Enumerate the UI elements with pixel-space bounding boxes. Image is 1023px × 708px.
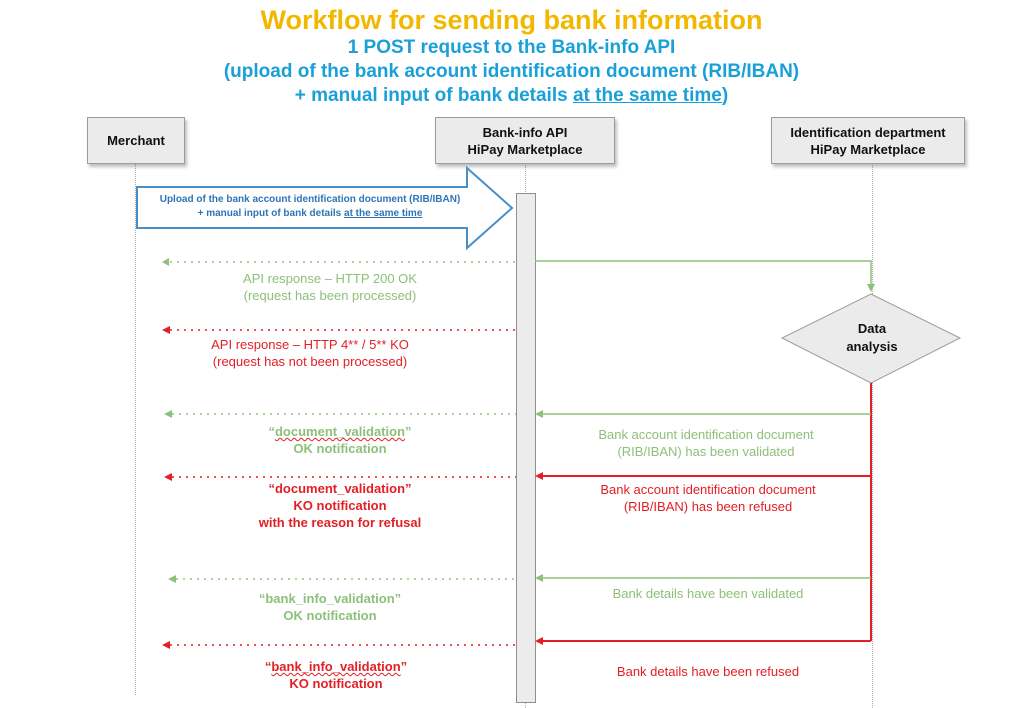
title-main: Workflow for sending bank information: [260, 5, 763, 35]
doc-ko-line2: KO notification: [293, 498, 387, 513]
title-line-4-underlined: at the same time: [572, 85, 722, 106]
bank-refused-text: Bank details have been refused: [616, 664, 800, 679]
upload-arrow: [136, 165, 514, 251]
upload-line1: Upload of the bank account identificatio…: [159, 194, 461, 205]
diagram-title: Workflow for sending bank information 1 …: [0, 4, 1023, 108]
api-ko-line2: (request has not been processed): [212, 354, 408, 369]
api-ko-label: API response – HTTP 4** / 5** KO (reques…: [160, 336, 460, 370]
actor-dept-line2: HiPay Marketplace: [810, 141, 926, 157]
decision-line2: analysis: [846, 339, 898, 354]
doc-refused-label: Bank account identification document (RI…: [558, 481, 858, 515]
bank-ko-label: “bank_info_validation” KO notification: [186, 658, 486, 692]
title-line-2: 1 POST request to the Bank-info API: [347, 37, 676, 58]
dept-lifeline: [872, 163, 873, 708]
actor-identification-department: Identification department HiPay Marketpl…: [771, 117, 965, 164]
decision-label: Data analysis: [820, 320, 924, 356]
upload-arrow-text: Upload of the bank account identificatio…: [140, 193, 480, 221]
bank-ko-line1: “bank_info_validation”: [186, 658, 486, 675]
api-ok-label: API response – HTTP 200 OK (request has …: [180, 270, 480, 304]
doc-ok-line1: “document_validation”: [190, 423, 490, 440]
api-activation-bar: [516, 193, 536, 703]
title-line-3: (upload of the bank account identificati…: [223, 61, 800, 82]
doc-refused-arrowhead: [535, 472, 543, 480]
bank-ko-quote-close: ”: [400, 659, 408, 674]
bank-ok-arrowhead: [168, 575, 176, 583]
bank-ko-key: bank_info_validation: [271, 659, 401, 674]
doc-refused-line2: (RIB/IBAN) has been refused: [623, 499, 793, 514]
api-to-dept-connector: [535, 260, 872, 288]
actor-api-line2: HiPay Marketplace: [467, 141, 583, 157]
api-ko-arrowhead: [162, 326, 170, 334]
doc-ok-line2: OK notification: [293, 441, 387, 456]
doc-ok-arrowhead: [164, 410, 172, 418]
actor-merchant-label: Merchant: [107, 133, 165, 148]
doc-refused-line1: Bank account identification document: [600, 482, 816, 497]
bank-ko-arrowhead: [162, 641, 170, 649]
doc-ok-quote-open: “: [268, 424, 275, 439]
doc-ko-line1: “document_validation”: [268, 481, 412, 496]
doc-ko-label: “document_validation” KO notification wi…: [190, 480, 490, 531]
bank-validated-arrowhead: [535, 574, 543, 582]
title-line-4-prefix: + manual input of bank details: [294, 85, 573, 106]
bank-ko-line2: KO notification: [289, 676, 383, 691]
doc-validated-line2: (RIB/IBAN) has been validated: [617, 444, 795, 459]
api-ok-line1: API response – HTTP 200 OK: [243, 271, 417, 286]
bank-validated-label: Bank details have been validated: [558, 585, 858, 602]
title-line-4: + manual input of bank details at the sa…: [0, 84, 1023, 108]
actor-dept-line1: Identification department: [790, 124, 946, 140]
doc-ko-arrowhead: [164, 473, 172, 481]
bank-ok-line1: “bank_info_validation”: [258, 591, 402, 606]
api-ko-line1: API response – HTTP 4** / 5** KO: [211, 337, 409, 352]
upload-line2: + manual input of bank details at the sa…: [140, 207, 480, 221]
doc-ok-label: “document_validation” OK notification: [190, 423, 490, 457]
bank-ko-quote-open: “: [264, 659, 272, 674]
doc-ok-quote-close: ”: [405, 424, 412, 439]
actor-bank-info-api: Bank-info API HiPay Marketplace: [435, 117, 615, 164]
api-to-dept-arrowhead: [867, 284, 875, 292]
bank-ok-line2: OK notification: [283, 608, 377, 623]
bank-ok-label: “bank_info_validation” OK notification: [180, 590, 480, 624]
doc-ko-line3: with the reason for refusal: [258, 515, 422, 530]
bank-refused-arrowhead: [535, 637, 543, 645]
bank-refused-label: Bank details have been refused: [558, 663, 858, 680]
doc-ok-key: document_validation: [274, 424, 406, 439]
doc-validated-line1: Bank account identification document: [598, 427, 814, 442]
title-line-4-suffix: ): [721, 85, 729, 106]
merchant-lifeline: [135, 163, 136, 695]
api-ok-line2: (request has been processed): [243, 288, 417, 303]
actor-merchant: Merchant: [87, 117, 185, 164]
doc-validated-arrowhead: [535, 410, 543, 418]
api-ok-arrowhead: [162, 258, 169, 266]
upload-line2-underlined: at the same time: [344, 208, 423, 219]
decision-line1: Data: [857, 321, 887, 336]
doc-validated-label: Bank account identification document (RI…: [556, 426, 856, 460]
upload-line2-prefix: + manual input of bank details: [197, 208, 345, 219]
actor-api-line1: Bank-info API: [482, 124, 568, 140]
bank-validated-text: Bank details have been validated: [612, 586, 804, 601]
